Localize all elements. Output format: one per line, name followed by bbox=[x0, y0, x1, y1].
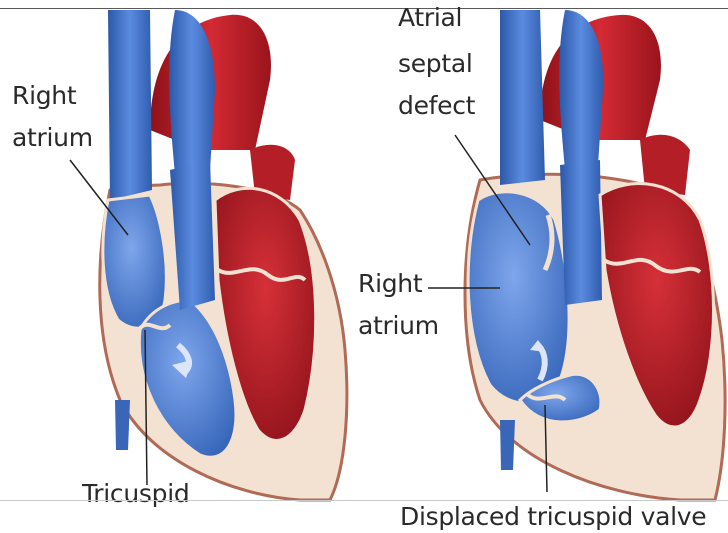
right-right-atrium-label-line2: atrium bbox=[358, 312, 439, 339]
left-heart bbox=[70, 10, 347, 500]
right-asd-label-line1: Atrial bbox=[398, 4, 462, 31]
right-inferior-vena-cava bbox=[500, 420, 515, 470]
right-right-atrium-label-line1: Right bbox=[358, 270, 422, 297]
right-right-atrium bbox=[468, 192, 569, 403]
left-superior-vena-cava bbox=[108, 10, 152, 200]
right-superior-vena-cava bbox=[500, 10, 545, 185]
left-right-atrium-label-line1: Right bbox=[12, 82, 76, 109]
left-right-atrium-label-line2: atrium bbox=[12, 124, 93, 151]
right-displaced-valve-label: Displaced tricuspid valve bbox=[400, 503, 706, 530]
right-asd-label-line2: septal bbox=[398, 50, 473, 77]
left-inferior-vena-cava bbox=[115, 400, 130, 450]
bottom-border-line bbox=[0, 500, 728, 501]
right-asd-label-line3: defect bbox=[398, 92, 475, 119]
left-tricuspid-label: Tricuspid bbox=[82, 480, 189, 507]
right-heart bbox=[428, 10, 725, 500]
right-septum-outflow bbox=[560, 160, 602, 305]
